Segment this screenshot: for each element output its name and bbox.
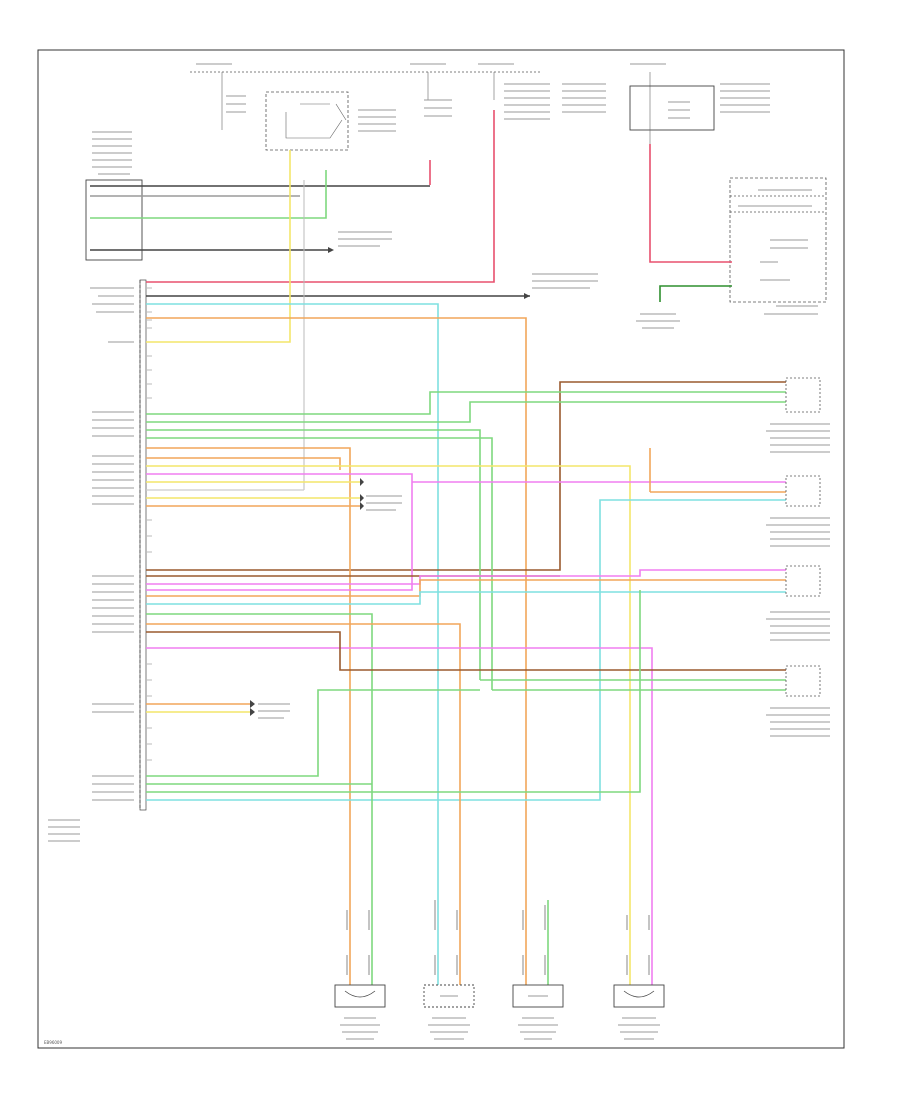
misc-captions — [258, 231, 680, 719]
page-id: EB96009 — [44, 1040, 62, 1045]
right-connectors — [785, 377, 821, 697]
suspension-switch-box — [265, 91, 349, 151]
drop-tags — [346, 900, 650, 975]
sensor-left-front — [334, 984, 386, 1008]
wire-red-battery — [146, 110, 495, 283]
wire-cyan-1 — [146, 303, 439, 900]
wire-orange-1 — [146, 317, 527, 900]
wire-orange-3 — [146, 457, 341, 470]
sensor-right-front — [423, 984, 475, 1008]
bottom-sensor-captions — [340, 1017, 660, 1040]
bottom-sensors — [334, 984, 665, 1008]
wire-pink-4 — [146, 647, 653, 900]
wire-orange-2 — [146, 447, 351, 900]
relay-box — [629, 85, 715, 131]
wire-green-a — [146, 391, 786, 415]
wire-orange-5 — [146, 579, 786, 597]
wire-green-j — [146, 590, 641, 793]
wire-brown-3 — [146, 631, 786, 671]
module-pin-numbers — [146, 287, 152, 761]
control-module-box — [139, 279, 147, 811]
wire-yellow-2 — [146, 465, 631, 900]
wire-cyan-2 — [146, 499, 786, 801]
module-pin-labels — [48, 287, 134, 842]
diagram-frame — [37, 49, 845, 1049]
wire-orange-6 — [146, 623, 461, 900]
instrument-cluster-box — [729, 177, 827, 303]
wire-brown-1 — [146, 381, 786, 571]
wire-green-c — [146, 429, 481, 680]
wire-pink-3 — [146, 569, 786, 585]
wire-red-relay — [649, 144, 732, 263]
wire-green-d — [146, 437, 493, 690]
bottom-wire-drops — [349, 900, 653, 985]
fuse-taps — [221, 72, 651, 130]
switch-contact — [285, 112, 343, 139]
sensor-right-rear — [613, 984, 665, 1008]
wire-yellow-top — [146, 150, 291, 343]
wire-darkgreen-ground — [659, 285, 732, 302]
wire-green-e — [146, 613, 373, 900]
wire-green-b — [146, 401, 786, 423]
lower-left-switch-box — [85, 179, 143, 261]
wire-green-switch — [90, 170, 327, 219]
wire-pink-1 — [146, 473, 413, 591]
right-connector-captions — [766, 423, 830, 737]
wire-cyan-3 — [146, 591, 786, 605]
top-caption-blocks — [92, 63, 770, 175]
wire-green-h — [146, 689, 480, 777]
sensor-left-rear — [512, 984, 564, 1008]
